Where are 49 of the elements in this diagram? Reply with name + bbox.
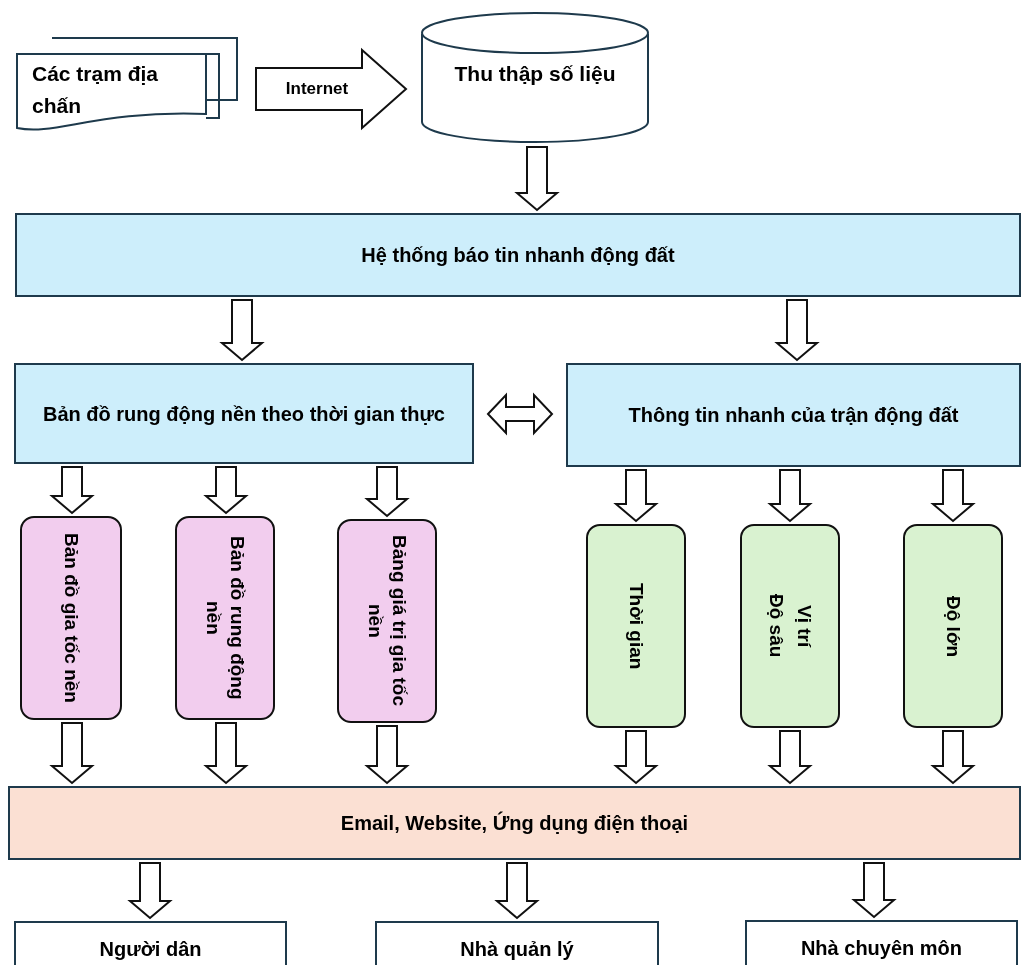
info-box bbox=[903, 524, 1003, 728]
node-text: Thu thập số liệu bbox=[454, 61, 616, 87]
block-arrow bbox=[767, 730, 813, 785]
node-text: Bản đồ rung động nền bbox=[202, 535, 249, 702]
node-text: Bản đồ rung động nền theo thời gian thực bbox=[43, 401, 445, 427]
block-arrow bbox=[774, 299, 820, 362]
block-arrow bbox=[514, 146, 560, 212]
block-arrow bbox=[613, 469, 659, 523]
audience-box bbox=[745, 920, 1018, 965]
block-arrow bbox=[364, 725, 410, 785]
node-text: Thông tin nhanh của trận động đất bbox=[628, 403, 959, 428]
node-text: Bảng giá trị gia tốc nền bbox=[364, 534, 411, 709]
node-text: Các trạm địa chấn bbox=[32, 61, 160, 119]
block-arrow bbox=[49, 722, 95, 785]
block-arrow bbox=[930, 730, 976, 785]
block-arrow bbox=[49, 466, 95, 515]
node-text: Độ sâu bbox=[765, 594, 788, 658]
block-arrow bbox=[851, 862, 897, 919]
block-arrow bbox=[767, 469, 813, 523]
node-text: Nhà chuyên môn bbox=[800, 936, 963, 961]
node-text: Độ lớn bbox=[942, 595, 965, 657]
block-arrow bbox=[203, 722, 249, 785]
info-box bbox=[740, 524, 840, 728]
block-arrow bbox=[494, 862, 540, 920]
node-text: Email, Website, Ứng dụng điện thoại bbox=[340, 810, 689, 836]
output-box bbox=[175, 516, 275, 720]
node-text: Người dân bbox=[99, 937, 202, 962]
node-text: Nhà quản lý bbox=[460, 937, 574, 962]
block-arrow bbox=[486, 392, 554, 436]
node-text: Thời gian bbox=[625, 582, 648, 670]
block-arrow bbox=[127, 862, 173, 920]
process-box bbox=[14, 363, 474, 464]
block-arrow bbox=[930, 469, 976, 523]
audience-box bbox=[14, 921, 287, 965]
block-arrow bbox=[203, 466, 249, 515]
audience-box bbox=[375, 921, 659, 965]
process-box bbox=[15, 213, 1021, 297]
output-box bbox=[337, 519, 437, 723]
process-box bbox=[566, 363, 1021, 467]
node-text: Vị trí bbox=[793, 604, 816, 648]
info-box bbox=[586, 524, 686, 728]
block-arrow bbox=[613, 730, 659, 785]
block-arrow bbox=[219, 299, 265, 362]
node-text: Bản đồ gia tốc nền bbox=[60, 533, 83, 703]
block-arrow bbox=[364, 466, 410, 518]
node-text: Hệ thống báo tin nhanh động đất bbox=[361, 243, 675, 268]
channel-box bbox=[8, 786, 1021, 860]
output-box bbox=[20, 516, 122, 720]
database-cylinder bbox=[420, 10, 650, 144]
